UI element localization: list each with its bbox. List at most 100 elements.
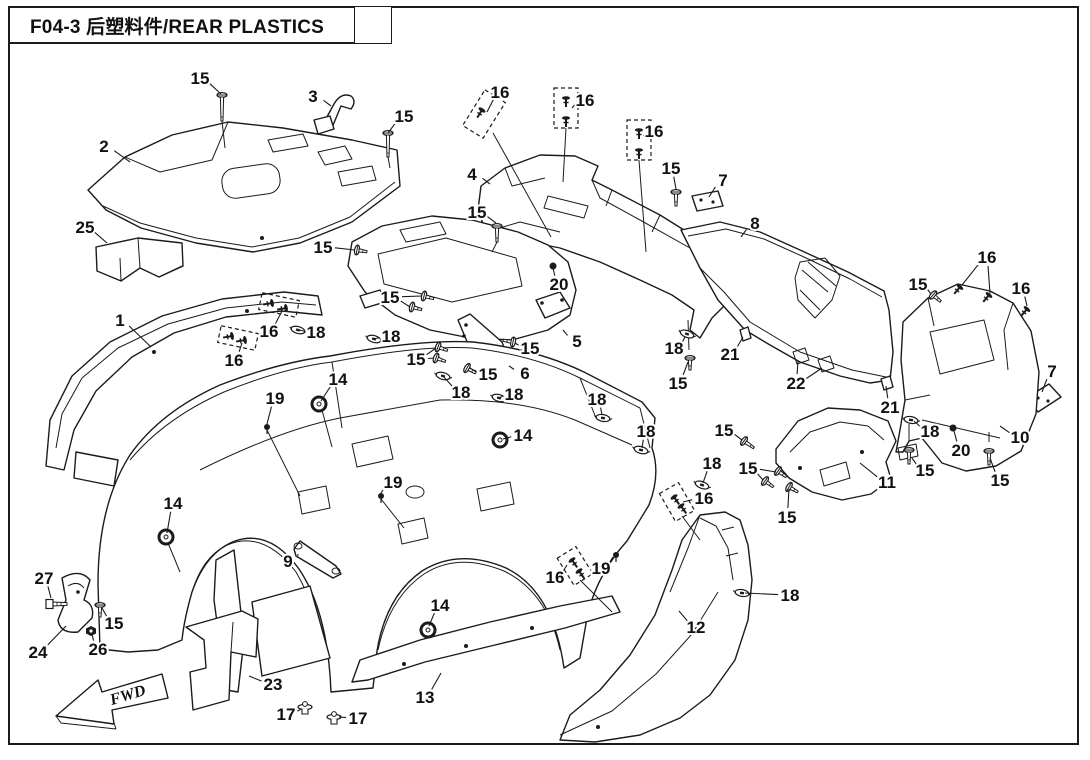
callout-7: 7 — [1047, 362, 1056, 381]
callout-15: 15 — [991, 471, 1010, 490]
callout-9: 9 — [283, 552, 292, 571]
callout-20: 20 — [952, 441, 971, 460]
part-9-support-rod — [293, 540, 342, 579]
callout-15: 15 — [468, 203, 487, 222]
callout-23: 23 — [264, 675, 283, 694]
rivet-fastener — [677, 503, 687, 514]
screw-fastener — [94, 601, 106, 618]
callout-19: 19 — [592, 559, 611, 578]
page-border — [8, 6, 1079, 745]
clip-fastener — [732, 588, 752, 598]
screw-fastener — [434, 341, 449, 353]
callout-19: 19 — [266, 389, 285, 408]
callout-20: 20 — [550, 275, 569, 294]
callout-21: 21 — [881, 398, 900, 417]
callout-16: 16 — [978, 248, 997, 267]
callout-15: 15 — [521, 339, 540, 358]
part-4-rear-carrier-panel — [477, 154, 739, 339]
callout-16: 16 — [695, 489, 714, 508]
part-8-side-panel — [680, 221, 894, 384]
rivet-boxes — [216, 87, 696, 587]
grommet-fastener — [310, 395, 328, 413]
screw-fastener — [983, 447, 995, 466]
callout-14: 14 — [164, 494, 183, 513]
screw-fastener — [463, 362, 477, 375]
part-24-bracket — [57, 572, 94, 633]
rivet-fastener — [575, 568, 585, 579]
screw-fastener — [216, 91, 228, 122]
callout-7: 7 — [718, 171, 727, 190]
callout-10: 10 — [1011, 428, 1030, 447]
dot-fastener — [949, 424, 957, 432]
callout-15: 15 — [314, 238, 333, 257]
part-2-top-cover — [87, 121, 401, 253]
callout-16: 16 — [546, 568, 565, 587]
callout-15: 15 — [105, 614, 124, 633]
screw-fastener — [903, 446, 915, 465]
callout-15: 15 — [715, 421, 734, 440]
screw-fastener — [785, 481, 799, 494]
callout-16: 16 — [1012, 279, 1031, 298]
rivet-fastener — [276, 304, 288, 312]
part-11-inner-bracket — [775, 407, 897, 501]
pin-fastener — [297, 701, 313, 715]
callout-17: 17 — [349, 709, 368, 728]
grommet-fastener — [157, 528, 175, 546]
page-title: F04-3 后塑料件/REAR PLASTICS — [30, 16, 325, 38]
callout-15: 15 — [395, 107, 414, 126]
rivet-fastener — [953, 284, 964, 295]
callout-14: 14 — [329, 370, 348, 389]
clip-fastener — [678, 329, 696, 339]
callout-16: 16 — [645, 122, 664, 141]
fastener-axis-lines — [167, 120, 990, 613]
callout-18: 18 — [505, 385, 524, 404]
callout-18: 18 — [307, 323, 326, 342]
callout-16: 16 — [491, 83, 510, 102]
screw-fastener — [408, 301, 423, 313]
callout-15: 15 — [909, 275, 928, 294]
rear-fender-body — [97, 340, 657, 693]
callout-15: 15 — [916, 461, 935, 480]
callout-27: 27 — [35, 569, 54, 588]
fasteners — [45, 91, 1031, 725]
bolt-fastener — [45, 598, 68, 610]
callout-15: 15 — [662, 159, 681, 178]
callout-14: 14 — [514, 426, 533, 445]
grommet-fastener — [491, 431, 509, 449]
callout-3: 3 — [308, 87, 317, 106]
rivet-fastener — [982, 292, 993, 303]
callout-15: 15 — [739, 459, 758, 478]
screw-fastener — [773, 466, 788, 479]
callout-5: 5 — [572, 332, 581, 351]
callout-26: 26 — [89, 640, 108, 659]
callout-18: 18 — [665, 339, 684, 358]
rivet-fastener — [635, 128, 643, 139]
rivet-fastener — [568, 557, 578, 568]
rivet-fastener — [476, 107, 486, 119]
part-10-side-bracket — [895, 283, 1040, 472]
callout-18: 18 — [781, 586, 800, 605]
callout-16: 16 — [260, 322, 279, 341]
part-25-foam-pad — [95, 237, 184, 282]
screw-fastener — [502, 336, 517, 348]
part-5-storage-box — [347, 215, 577, 341]
callout-16: 16 — [225, 351, 244, 370]
callout-21: 21 — [721, 345, 740, 364]
part-12-fender-flare — [559, 511, 753, 743]
callout-18: 18 — [382, 327, 401, 346]
screw-fastener — [739, 436, 756, 450]
fwd-arrow: FWD — [55, 673, 169, 730]
callout-11: 11 — [878, 473, 896, 492]
callout-12: 12 — [687, 618, 706, 637]
dot-fastener — [549, 262, 557, 270]
nut-fastener — [86, 626, 96, 636]
callout-17: 17 — [277, 705, 296, 724]
callout-15: 15 — [381, 288, 400, 307]
screw-fastener — [491, 222, 503, 243]
pushclip-fastener — [378, 493, 384, 503]
callout-25: 25 — [76, 218, 95, 237]
part-23-mud-flap — [185, 585, 331, 711]
screw-fastener — [670, 188, 682, 207]
